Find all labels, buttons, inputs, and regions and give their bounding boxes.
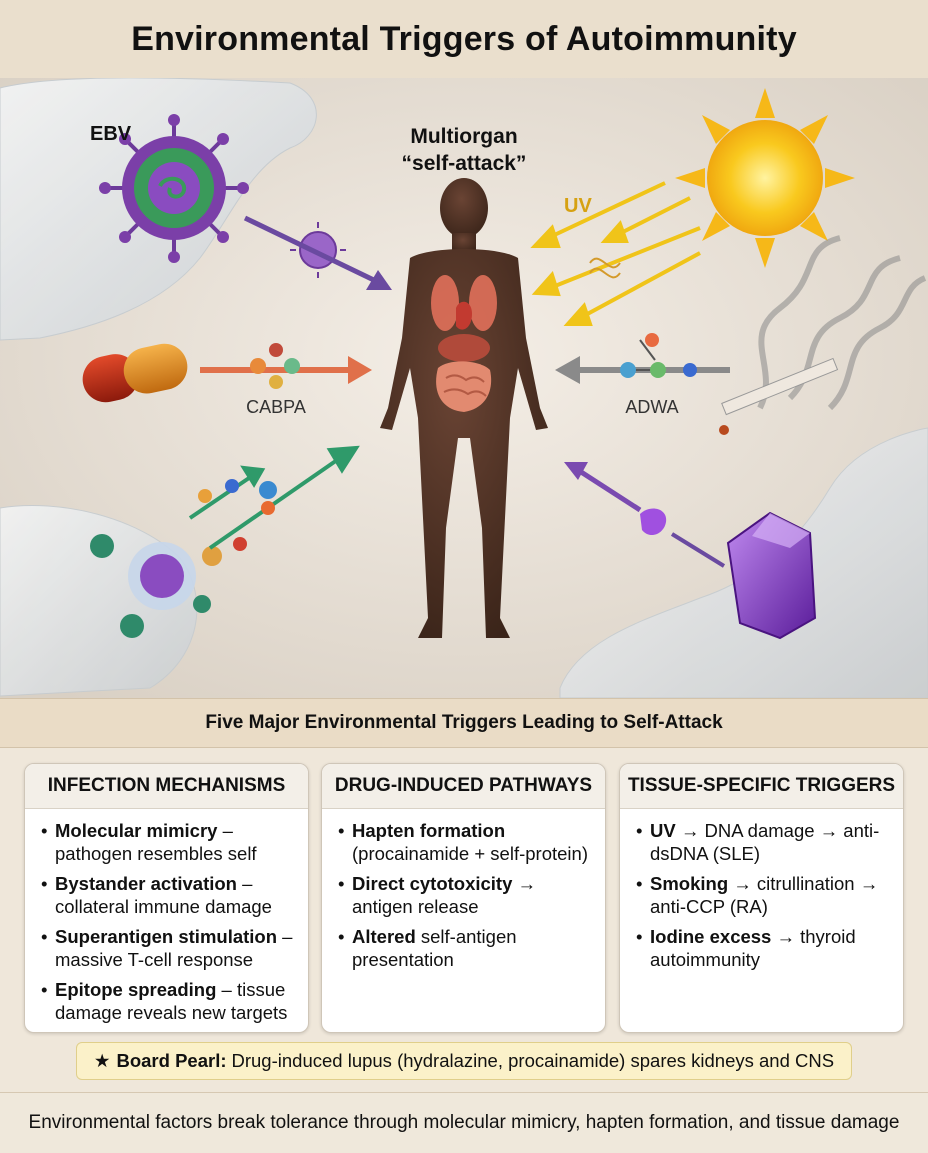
antigen-chain-icon bbox=[198, 479, 277, 551]
star-icon: ★ bbox=[93, 1050, 111, 1071]
list-item: Epitope spreading – tissue damage reveal… bbox=[41, 978, 300, 1024]
ebv-label: EBV bbox=[90, 123, 132, 145]
uv-label: UV bbox=[564, 195, 592, 217]
list-item: Molecular mimicry – pathogen resembles s… bbox=[41, 819, 300, 865]
ebv-arrow bbox=[243, 215, 382, 286]
panel-heading: DRUG-INDUCED PATHWAYS bbox=[322, 764, 605, 809]
panel-heading: INFECTION MECHANISMS bbox=[25, 764, 308, 809]
panel-drug-induced-pathways: DRUG-INDUCED PATHWAYS Hapten formation (… bbox=[321, 763, 606, 1033]
center-label-line1: Multiorgan bbox=[410, 125, 517, 148]
title-bar: Environmental Triggers of Autoimmunity bbox=[0, 0, 928, 79]
scene-svg: EBV Multiorgan “self-attack” bbox=[0, 78, 928, 698]
footer-text: Environmental factors break tolerance th… bbox=[28, 1112, 900, 1133]
dna-icon bbox=[589, 257, 621, 279]
page-title: Environmental Triggers of Autoimmunity bbox=[131, 19, 797, 58]
subtitle-band: Five Major Environmental Triggers Leadin… bbox=[0, 698, 928, 748]
list-item: Smoking → citrullination → anti-CCP (RA) bbox=[636, 872, 895, 918]
sun-icon bbox=[675, 88, 855, 268]
ebv-virus-icon bbox=[99, 114, 249, 263]
molecule-left-icon bbox=[250, 343, 300, 389]
list-item: Superantigen stimulation – massive T-cel… bbox=[41, 925, 300, 971]
immune-cell-icon bbox=[90, 534, 222, 638]
pearl-text: Drug-induced lupus (hydralazine, procain… bbox=[231, 1050, 835, 1071]
iodine-fragment-icon bbox=[640, 508, 667, 536]
list-item: Iodine excess → thyroid autoimmunity bbox=[636, 925, 895, 971]
crystal-icon bbox=[726, 511, 817, 640]
human-body-figure bbox=[380, 178, 548, 638]
drug-chem-label: CABPA bbox=[246, 397, 306, 417]
molecule-right-icon bbox=[620, 333, 697, 378]
smoke-chem-label: ADWA bbox=[625, 397, 678, 417]
illustration-scene: EBV Multiorgan “self-attack” bbox=[0, 78, 928, 698]
panel-tissue-specific-triggers: TISSUE-SPECIFIC TRIGGERS UV → DNA damage… bbox=[619, 763, 904, 1033]
subtitle: Five Major Environmental Triggers Leadin… bbox=[205, 712, 723, 733]
iodine-arrow bbox=[576, 467, 642, 513]
list-item: Bystander activation – collateral immune… bbox=[41, 872, 300, 918]
cigarette-icon bbox=[719, 357, 839, 435]
list-item: Direct cytotoxicity → antigen release bbox=[338, 872, 597, 918]
pill-capsule-icon bbox=[82, 343, 188, 403]
list-item: UV → DNA damage → anti-dsDNA (SLE) bbox=[636, 819, 895, 865]
footer: Environmental factors break tolerance th… bbox=[0, 1092, 928, 1153]
crystal-arrow bbox=[670, 532, 726, 568]
uv-arrows bbox=[530, 181, 701, 326]
center-label-line2: “self-attack” bbox=[402, 152, 527, 175]
organs-icon bbox=[431, 275, 497, 412]
pearl-label: Board Pearl: bbox=[116, 1050, 227, 1071]
list-item: Hapten formation (procainamide + self-pr… bbox=[338, 819, 597, 865]
panel-infection-mechanisms: INFECTION MECHANISMS Molecular mimicry –… bbox=[24, 763, 309, 1033]
list-item: Altered self-antigen presentation bbox=[338, 925, 597, 971]
panel-heading: TISSUE-SPECIFIC TRIGGERS bbox=[620, 764, 903, 809]
board-pearl-callout: ★ Board Pearl: Drug-induced lupus (hydra… bbox=[76, 1042, 852, 1080]
mimicry-arrows bbox=[188, 445, 360, 550]
